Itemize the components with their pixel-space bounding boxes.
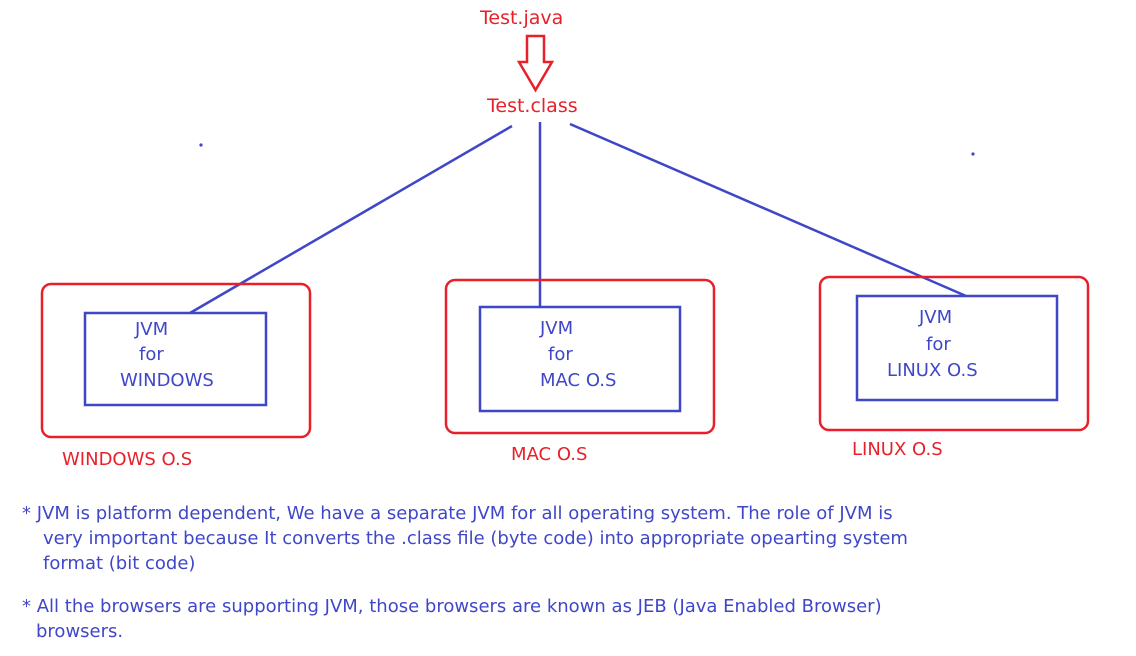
os-label-windows: WINDOWS O.S (62, 449, 193, 470)
stray-dot (971, 152, 975, 156)
os-label-mac: MAC O.S (511, 444, 588, 465)
jvm-label-windows: JVM (135, 319, 169, 340)
note-2-line-1: All the browsers are supporting JVM, tho… (36, 596, 882, 617)
jvm-box-windows (83, 311, 268, 407)
jvm-for-linux: for (926, 334, 951, 355)
stray-dot (199, 143, 203, 147)
note-2: * All the browsers are supporting JVM, t… (22, 594, 1122, 644)
os-box-mac (444, 278, 716, 435)
note-2-line-2: browsers. (36, 621, 124, 642)
os-box-linux (818, 275, 1090, 432)
note-1-bullet: * (22, 503, 31, 524)
note-1: * JVM is platform dependent, We have a s… (22, 501, 1122, 576)
jvm-for-mac: for (548, 344, 573, 365)
jvm-box-mac (478, 305, 682, 413)
os-label-linux: LINUX O.S (852, 439, 943, 460)
note-1-line-3: format (bit code) (43, 553, 196, 574)
jvm-label-linux: JVM (919, 307, 953, 328)
source-file-label: Test.java (480, 7, 564, 29)
class-file-label: Test.class (487, 95, 578, 117)
connector-linux (569, 122, 967, 298)
connector-windows (189, 124, 513, 315)
note-2-bullet: * (22, 596, 31, 617)
os-box-windows (40, 282, 312, 439)
jvm-box-linux (855, 294, 1059, 402)
note-1-line-1: JVM is platform dependent, We have a sep… (36, 503, 893, 524)
jvm-target-windows: WINDOWS (120, 370, 214, 391)
jvm-for-windows: for (139, 344, 164, 365)
jvm-target-linux: LINUX O.S (887, 360, 978, 381)
note-1-line-2: very important because It converts the .… (43, 528, 908, 549)
jvm-target-mac: MAC O.S (540, 370, 617, 391)
down-arrow-icon (516, 34, 555, 93)
jvm-label-mac: JVM (540, 318, 574, 339)
